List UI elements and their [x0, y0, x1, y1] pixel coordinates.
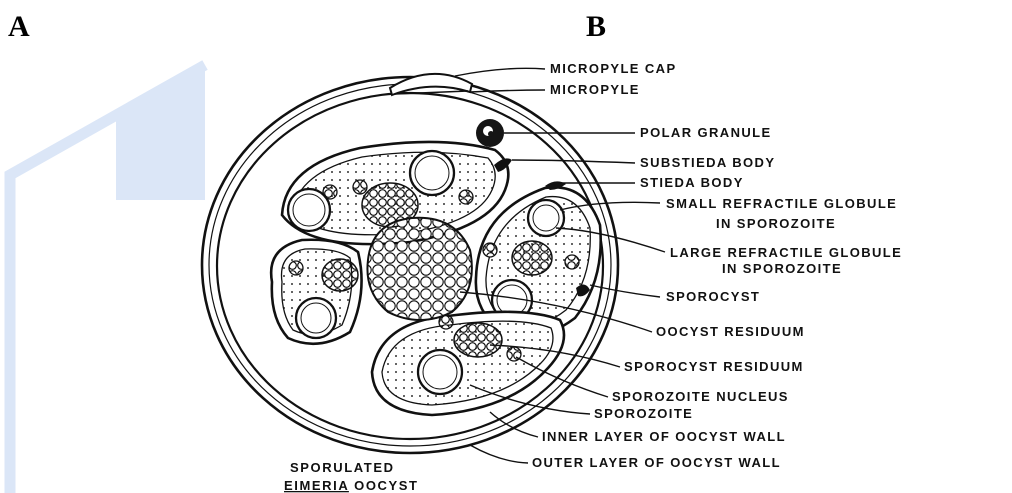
label-polar-granule: POLAR GRANULE: [640, 125, 772, 140]
polar-granule: [476, 119, 504, 147]
diagram-caption: SPORULATED EIMERIA OOCYST: [284, 460, 419, 493]
background-hexagon-decoration: [10, 65, 205, 493]
label-small-refractile-globule: SMALL REFRACTILE GLOBULE: [666, 196, 897, 211]
oocyst-residuum: [367, 218, 471, 320]
label-sporozoite-nucleus: SPOROZOITE NUCLEUS: [612, 389, 789, 404]
label-micropyle: MICROPYLE: [550, 82, 640, 97]
label-large-refractile-globule: LARGE REFRACTILE GLOBULE: [670, 245, 902, 260]
label-micropyle-cap: MICROPYLE CAP: [550, 61, 677, 76]
label-sporozoite: SPOROZOITE: [594, 406, 693, 421]
label-inner-layer: INNER LAYER OF OOCYST WALL: [542, 429, 786, 444]
label-substieda-body: SUBSTIEDA BODY: [640, 155, 775, 170]
caption-line2: EIMERIA OOCYST: [284, 478, 419, 493]
caption-rest: OOCYST: [349, 478, 419, 493]
sporocyst-left: [271, 240, 361, 344]
label-sporocyst: SPOROCYST: [666, 289, 760, 304]
label-small-refractile-globule-line2: IN SPOROZOITE: [716, 216, 836, 231]
label-oocyst-residuum: OOCYST RESIDUUM: [656, 324, 805, 339]
caption-line1: SPORULATED: [290, 460, 395, 475]
label-sporocyst-residuum: SPOROCYST RESIDUUM: [624, 359, 804, 374]
label-large-refractile-globule-line2: IN SPOROZOITE: [722, 261, 842, 276]
label-stieda-body: STIEDA BODY: [640, 175, 744, 190]
caption-genus: EIMERIA: [284, 478, 349, 493]
label-outer-layer: OUTER LAYER OF OOCYST WALL: [532, 455, 781, 470]
